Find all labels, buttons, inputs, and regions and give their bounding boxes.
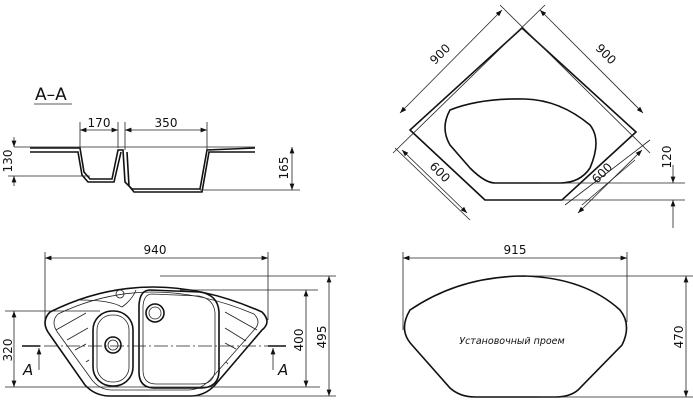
small-drain-icon [104, 336, 122, 354]
dim-120: 120 [660, 146, 674, 169]
section-title: A–A [35, 85, 67, 105]
cutout-label: Установочный проем [459, 336, 564, 347]
plan-view: A A 940 320 400 495 [1, 243, 336, 397]
dim-915: 915 [504, 243, 527, 257]
dim-470: 470 [672, 326, 686, 349]
dim-165: 165 [277, 157, 291, 180]
section-profile [30, 147, 256, 193]
dim-170: 170 [88, 116, 111, 130]
dim-940: 940 [144, 243, 167, 257]
cutout-view: 915 470 Установочный проем [402, 243, 693, 398]
tap-hole-icon [115, 289, 125, 299]
cutout-outline [403, 275, 628, 398]
small-bowl [92, 310, 134, 387]
dim-130: 130 [1, 150, 15, 173]
dim-350: 350 [155, 116, 178, 130]
section-mark-left: A [22, 361, 33, 379]
sink-outline [44, 286, 268, 397]
drainboard-grooves [55, 311, 258, 365]
dim-600-left: 600 [427, 159, 453, 185]
large-drain-icon [145, 303, 165, 323]
dim-900-right: 900 [593, 41, 619, 67]
dim-495: 495 [315, 326, 329, 349]
dim-600-right: 600 [589, 160, 615, 186]
section-view: A–A 170 350 130 165 [1, 85, 300, 193]
dim-320: 320 [1, 339, 15, 362]
section-mark-right: A [277, 361, 288, 379]
large-bowl [138, 289, 220, 389]
corner-view: 900 900 600 600 120 [392, 4, 685, 228]
dim-400: 400 [292, 329, 306, 352]
sink-in-corner [444, 98, 597, 184]
